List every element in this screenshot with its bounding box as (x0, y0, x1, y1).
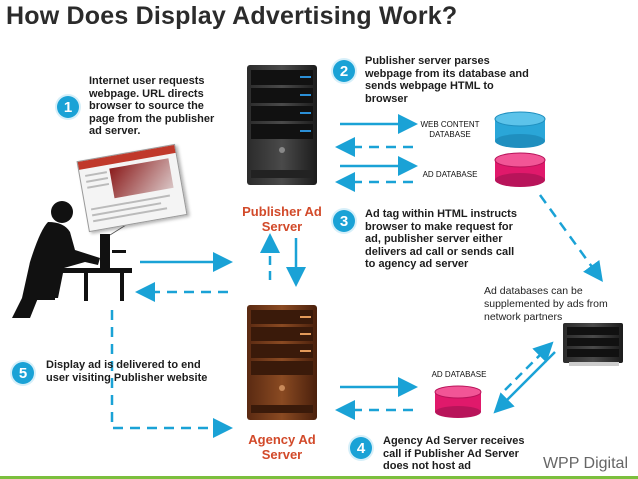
ad-db-top-label: AD DATABASE (422, 170, 478, 179)
brand-logo: WPP Digital (542, 455, 628, 472)
web-content-database-icon (494, 111, 546, 148)
internet-user-icon (12, 201, 132, 318)
arrow-bottom-db-to-network (504, 341, 554, 391)
arrow-top-db-to-network (538, 194, 603, 283)
publisher-server-icon (247, 65, 317, 185)
page-title: How Does Display Advertising Work? (6, 2, 458, 30)
step-1-text: Internet user requests webpage. URL dire… (89, 75, 215, 137)
step-5-text: Display ad is delivered to end user visi… (46, 359, 208, 384)
ad-database-top-icon (494, 152, 546, 187)
ad-db-bottom-label: AD DATABASE (431, 370, 487, 379)
network-partner-server-icon (563, 323, 623, 366)
step-2-text: Publisher server parses webpage from its… (365, 55, 529, 105)
arrow-network-to-bottom-db (493, 351, 556, 414)
arrow-agency-to-user (110, 310, 233, 438)
step-4-badge: 4 (350, 437, 372, 459)
step-1-badge: 1 (57, 96, 79, 118)
step-5-badge: 5 (12, 362, 34, 384)
step-2-badge: 2 (333, 60, 355, 82)
bottom-rule (0, 476, 638, 479)
agency-server-icon (247, 305, 317, 420)
agency-server-label: Agency Ad Server (248, 432, 316, 462)
step-3-text: Ad tag within HTML instructs browser to … (365, 208, 517, 270)
publisher-server-label: Publisher Ad Server (242, 204, 322, 234)
ad-database-bottom-icon (434, 385, 482, 418)
network-partners-note: Ad databases can be supplemented by ads … (484, 285, 608, 323)
step-4-text: Agency Ad Server receives call if Publis… (383, 435, 525, 472)
step-3-badge: 3 (333, 210, 355, 232)
web-content-db-label: WEB CONTENT DATABASE (420, 120, 480, 139)
